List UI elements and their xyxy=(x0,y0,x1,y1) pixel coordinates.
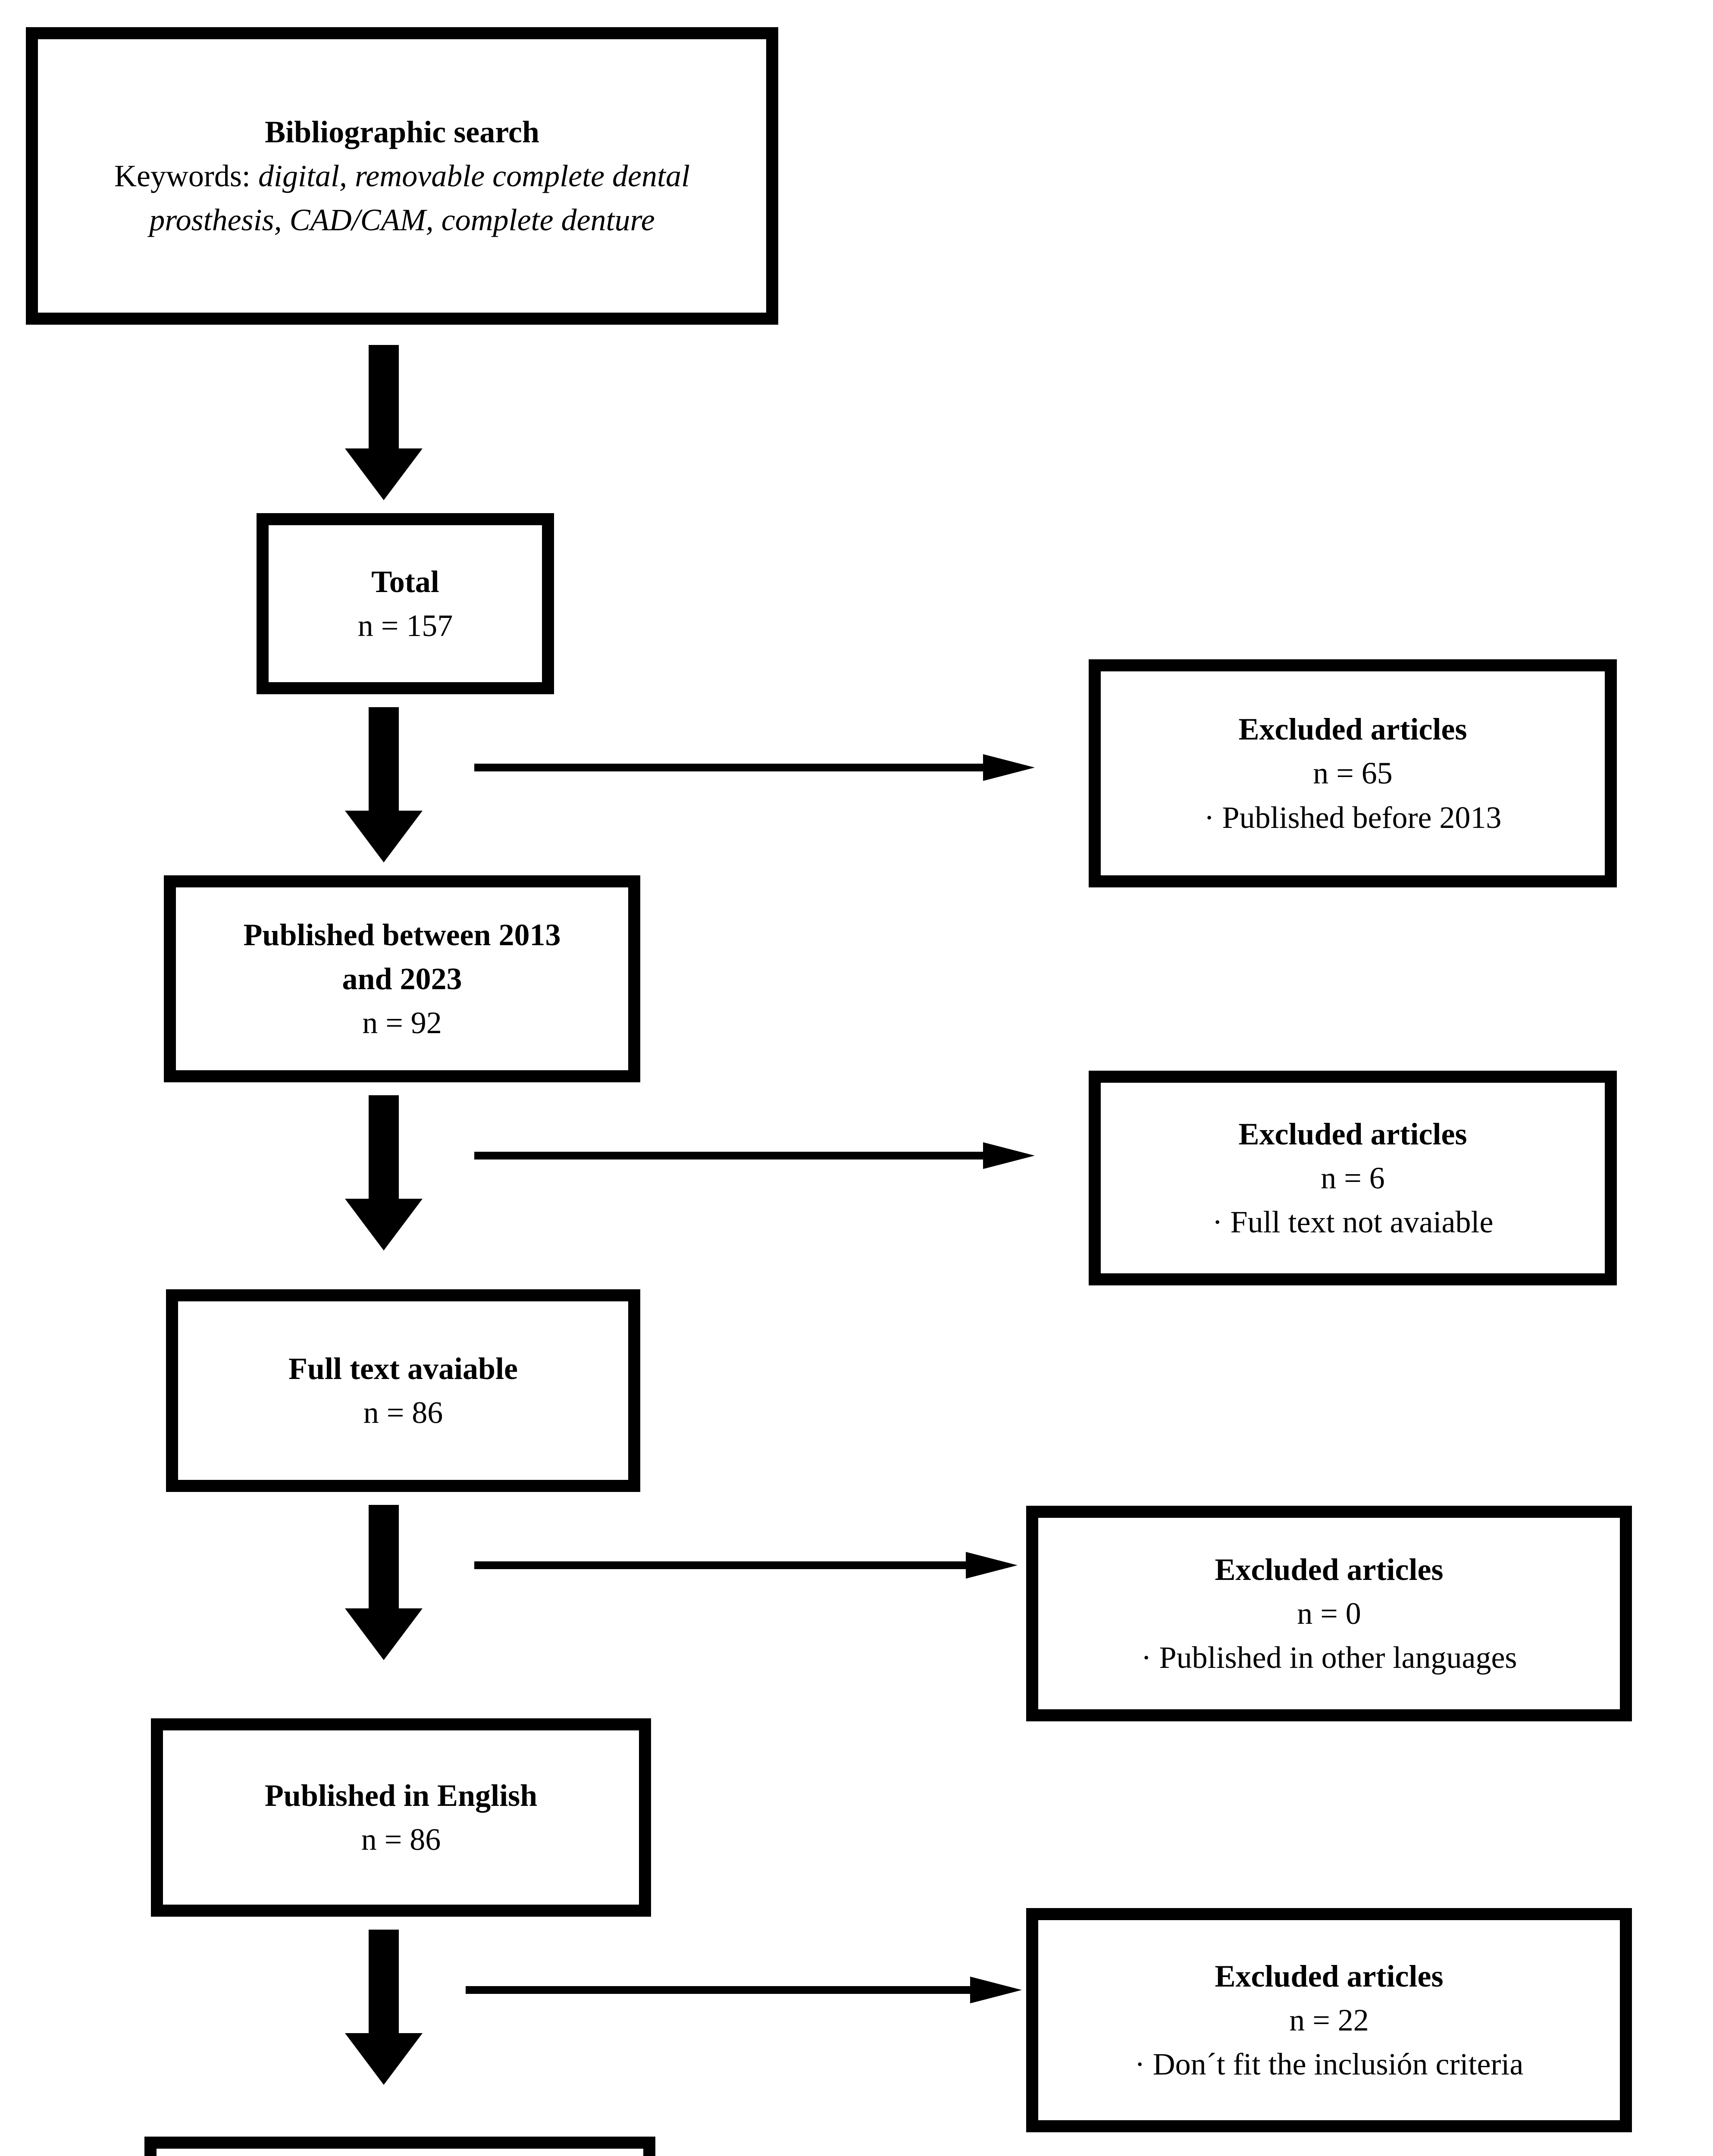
total-heading: Total xyxy=(371,564,439,599)
published-years-heading-line-2: and 2023 xyxy=(342,961,462,996)
arrow-exclusion-1 xyxy=(474,748,1035,787)
node-excluded-articles-4: Excluded articles n = 22 · Don´t fit the… xyxy=(1026,1908,1632,2132)
search-keywords-line-2: prosthesis, CAD/CAM, complete denture xyxy=(149,203,655,238)
arrow-published-years-to-full-text xyxy=(345,1095,423,1250)
node-excluded-articles-1: Excluded articles n = 65 · Published bef… xyxy=(1089,659,1617,887)
node-published-in-english: Published in English n = 86 xyxy=(151,1718,651,1917)
excluded-2-count: n = 6 xyxy=(1321,1160,1385,1195)
excluded-3-heading: Excluded articles xyxy=(1215,1552,1444,1587)
arrow-full-text-to-english xyxy=(345,1505,423,1660)
excluded-1-heading: Excluded articles xyxy=(1238,712,1467,747)
search-keywords-line-1: Keywords: digital, removable complete de… xyxy=(55,154,749,198)
published-years-heading-line-1: Published between 2013 xyxy=(243,917,561,952)
full-text-heading: Full text avaiable xyxy=(288,1351,518,1386)
node-full-text-available: Full text avaiable n = 86 xyxy=(166,1289,640,1492)
arrow-exclusion-2 xyxy=(474,1136,1035,1175)
excluded-2-reason: · Full text not avaiable xyxy=(1212,1205,1494,1240)
english-count: n = 86 xyxy=(361,1822,441,1857)
excluded-4-reason: · Don´t fit the inclusión criteria xyxy=(1134,2047,1524,2082)
total-count: n = 157 xyxy=(357,608,453,643)
english-heading: Published in English xyxy=(264,1778,538,1813)
node-published-between-years: Published between 2013 and 2023 n = 92 xyxy=(164,875,640,1082)
node-total: Total n = 157 xyxy=(257,513,554,694)
arrow-total-to-published-years xyxy=(345,707,423,862)
excluded-3-count: n = 0 xyxy=(1297,1596,1361,1631)
node-excluded-articles-2: Excluded articles n = 6 · Full text not … xyxy=(1089,1071,1617,1285)
excluded-2-heading: Excluded articles xyxy=(1238,1116,1467,1151)
arrow-exclusion-4 xyxy=(466,1971,1022,2009)
keywords-label: Keywords: xyxy=(114,158,251,193)
excluded-4-heading: Excluded articles xyxy=(1215,1959,1444,1993)
arrow-search-to-total xyxy=(345,345,423,500)
excluded-1-reason: · Published before 2013 xyxy=(1204,800,1502,835)
full-text-count: n = 86 xyxy=(363,1395,443,1430)
arrow-exclusion-3 xyxy=(474,1546,1018,1585)
search-heading: Bibliographic search xyxy=(265,114,539,149)
excluded-1-count: n = 65 xyxy=(1313,756,1393,791)
node-articles-included: Articles included in the literature revi… xyxy=(144,2137,655,2156)
published-years-count: n = 92 xyxy=(362,1006,442,1040)
keywords-value-line-1: digital, removable complete dental xyxy=(258,158,690,193)
excluded-4-count: n = 22 xyxy=(1289,2002,1369,2037)
excluded-3-reason: · Published in other languages xyxy=(1141,1640,1517,1675)
node-excluded-articles-3: Excluded articles n = 0 · Published in o… xyxy=(1026,1506,1632,1721)
arrow-english-to-included xyxy=(345,1930,423,2085)
node-bibliographic-search: Bibliographic search Keywords: digital, … xyxy=(26,27,778,325)
